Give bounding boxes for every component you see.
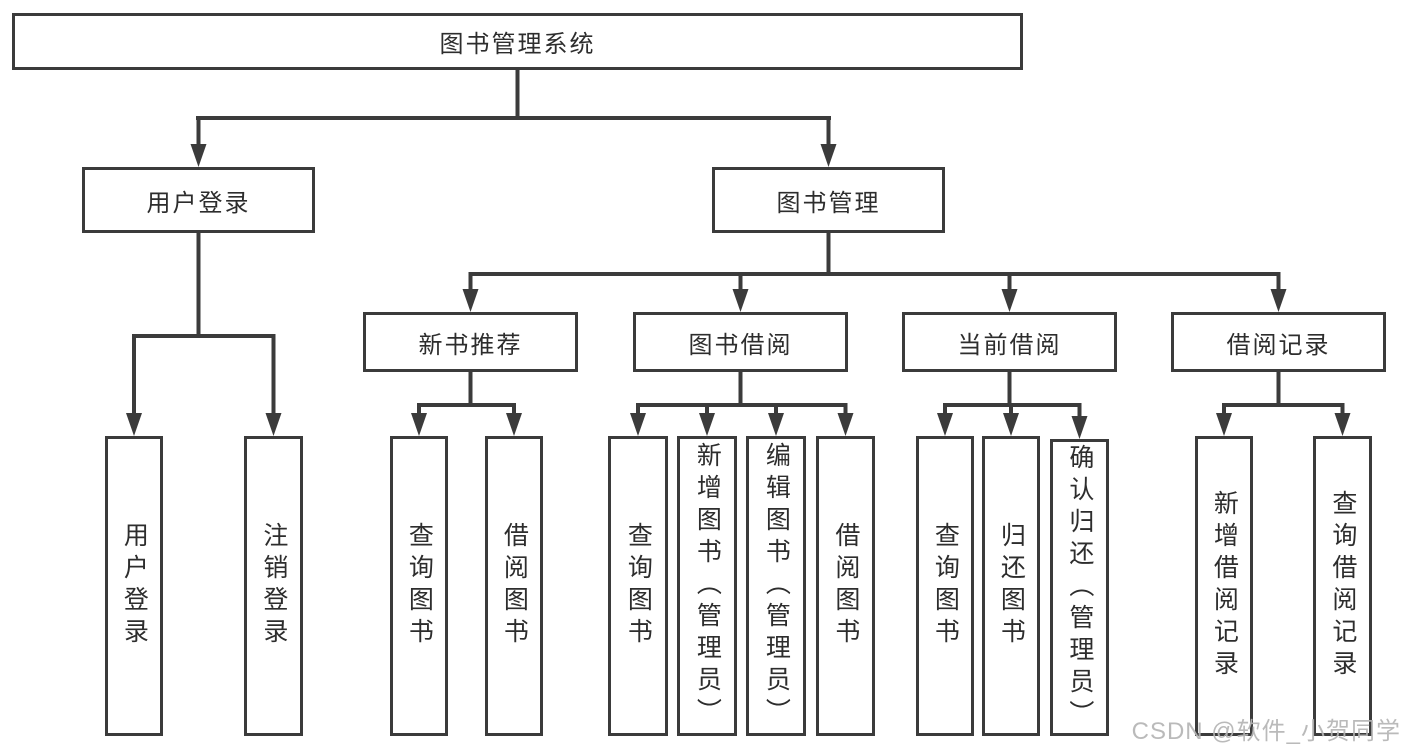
leaf-query-books-rec-label: 查询图书 <box>405 522 434 650</box>
leaf-query-borrow-record: 查询借阅记录 <box>1313 436 1372 736</box>
leaf-user-login: 用户登录 <box>105 436 163 736</box>
leaf-add-borrow-record-label: 新增借阅记录 <box>1210 490 1239 682</box>
leaf-borrow-books-label: 借阅图书 <box>831 522 860 650</box>
node-current-borrow-label: 当前借阅 <box>957 331 1062 359</box>
leaf-query-books-rec: 查询图书 <box>390 436 448 736</box>
node-root: 图书管理系统 <box>12 13 1023 70</box>
leaf-add-books-admin-label: 新增图书（管理员） <box>693 442 722 730</box>
leaf-edit-books-admin-label: 编辑图书（管理员） <box>762 442 791 730</box>
node-root-label: 图书管理系统 <box>439 31 596 58</box>
csdn-watermark: CSDN @软件_小贺同学 <box>1131 718 1401 745</box>
leaf-borrow-books-rec: 借阅图书 <box>485 436 543 736</box>
node-book-management: 图书管理 <box>712 167 945 233</box>
leaf-borrow-books: 借阅图书 <box>816 436 875 736</box>
node-new-book-recommend: 新书推荐 <box>363 312 578 372</box>
leaf-query-books: 查询图书 <box>608 436 668 736</box>
node-book-borrow-label: 图书借阅 <box>688 331 793 359</box>
leaf-logout-label: 注销登录 <box>259 522 288 650</box>
node-user-login: 用户登录 <box>82 167 315 233</box>
node-borrow-records: 借阅记录 <box>1171 312 1386 372</box>
node-current-borrow: 当前借阅 <box>902 312 1117 372</box>
leaf-return-books: 归还图书 <box>982 436 1040 736</box>
leaf-borrow-books-rec-label: 借阅图书 <box>500 522 529 650</box>
leaf-add-books-admin: 新增图书（管理员） <box>677 436 737 736</box>
leaf-logout: 注销登录 <box>244 436 303 736</box>
leaf-confirm-return-admin-label: 确认归还（管理员） <box>1065 443 1094 732</box>
node-new-book-recommend-label: 新书推荐 <box>418 331 523 359</box>
leaf-edit-books-admin: 编辑图书（管理员） <box>746 436 806 736</box>
node-book-management-label: 图书管理 <box>776 189 881 217</box>
leaf-confirm-return-admin: 确认归还（管理员） <box>1050 439 1109 736</box>
node-user-login-label: 用户登录 <box>146 189 251 217</box>
leaf-return-books-label: 归还图书 <box>997 522 1026 650</box>
leaf-query-books-label: 查询图书 <box>624 522 653 650</box>
leaf-query-books-current-label: 查询图书 <box>931 522 960 650</box>
node-book-borrow: 图书借阅 <box>633 312 848 372</box>
leaf-query-books-current: 查询图书 <box>916 436 974 736</box>
node-borrow-records-label: 借阅记录 <box>1226 331 1331 359</box>
leaf-user-login-label: 用户登录 <box>120 522 149 650</box>
leaf-query-borrow-record-label: 查询借阅记录 <box>1328 490 1357 682</box>
leaf-add-borrow-record: 新增借阅记录 <box>1195 436 1253 736</box>
